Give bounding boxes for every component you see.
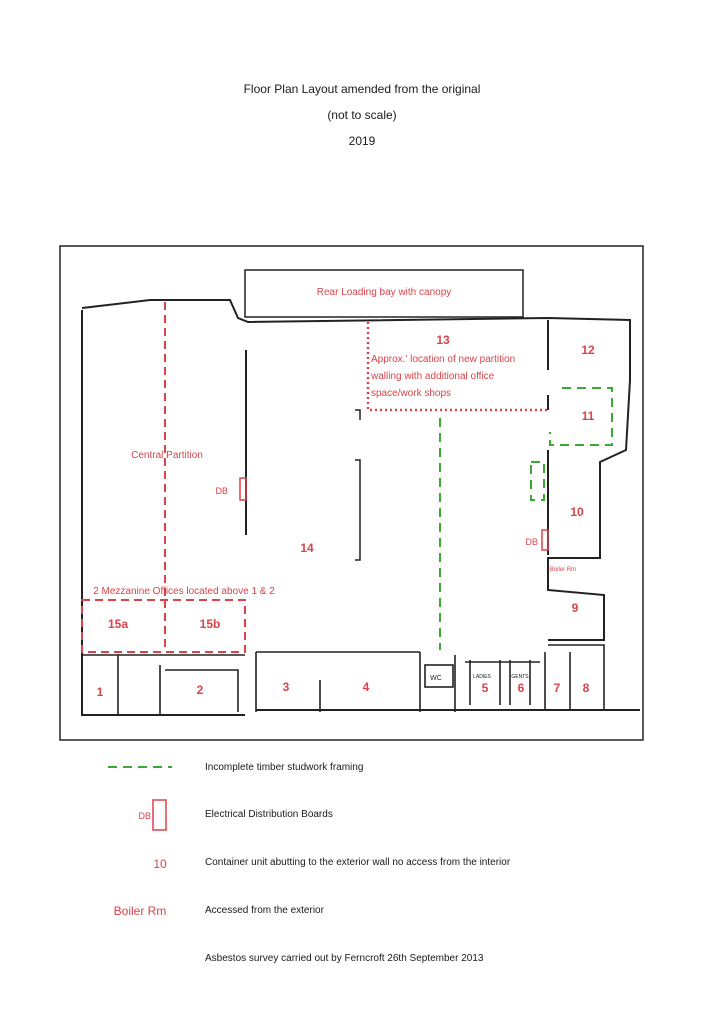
partition-note-3: space/work shops xyxy=(371,388,451,399)
legend-db-symbol: DB xyxy=(138,811,151,821)
room-7: 7 xyxy=(554,681,561,695)
year: 2019 xyxy=(348,134,376,148)
room-2: 2 xyxy=(197,683,204,697)
room-9: 9 xyxy=(572,601,579,615)
lower-rooms xyxy=(82,644,605,715)
room-3: 3 xyxy=(283,680,290,694)
wc-label: WC xyxy=(430,675,442,682)
central-partition-label: Central Partition xyxy=(131,450,203,461)
building-walls xyxy=(81,269,640,716)
room-4: 4 xyxy=(363,680,370,694)
room-15a: 15a xyxy=(108,617,128,631)
db-label-2: DB xyxy=(525,537,538,547)
room-14: 14 xyxy=(300,541,314,555)
legend-db-box xyxy=(152,799,167,831)
db-box-2 xyxy=(541,529,549,551)
legend-boiler-text: Accessed from the exterior xyxy=(205,905,324,916)
room-15b: 15b xyxy=(200,617,221,631)
red-annotations xyxy=(81,302,246,653)
scale-note: (not to scale) xyxy=(327,108,397,122)
partition-note-2: walling with additional office xyxy=(370,371,495,382)
plan-frame xyxy=(59,245,644,741)
partition-note-1: Approx.' location of new partition xyxy=(371,354,515,365)
room-12: 12 xyxy=(581,343,595,357)
timber-studwork xyxy=(108,387,613,768)
legend-timber-text: Incomplete timber studwork framing xyxy=(205,762,364,773)
survey-note: Asbestos survey carried out by Ferncroft… xyxy=(205,953,484,964)
legend-boiler-symbol: Boiler Rm xyxy=(114,904,167,918)
room-6: 6 xyxy=(518,681,525,695)
ladies-label: LADIES xyxy=(473,674,491,680)
room-5: 5 xyxy=(482,681,489,695)
room-8: 8 xyxy=(583,681,590,695)
rear-bay-label: Rear Loading bay with canopy xyxy=(317,287,452,298)
legend-container-text: Container unit abutting to the exterior … xyxy=(205,857,511,868)
room-13: 13 xyxy=(436,333,450,347)
db-box-1 xyxy=(239,477,247,501)
legend-container-symbol: 10 xyxy=(153,857,167,871)
boiler-label: Boiler Rm xyxy=(550,567,576,573)
room-10: 10 xyxy=(570,505,584,519)
db-label-1: DB xyxy=(215,486,228,496)
gents-label: GENTS xyxy=(511,674,529,680)
room-1: 1 xyxy=(97,685,104,699)
legend-db-text: Electrical Distribution Boards xyxy=(205,809,333,820)
page-title: Floor Plan Layout amended from the origi… xyxy=(243,82,481,96)
mezzanine-label: 2 Mezzanine Offices located above 1 & 2 xyxy=(93,586,275,597)
room-11: 11 xyxy=(582,409,595,423)
